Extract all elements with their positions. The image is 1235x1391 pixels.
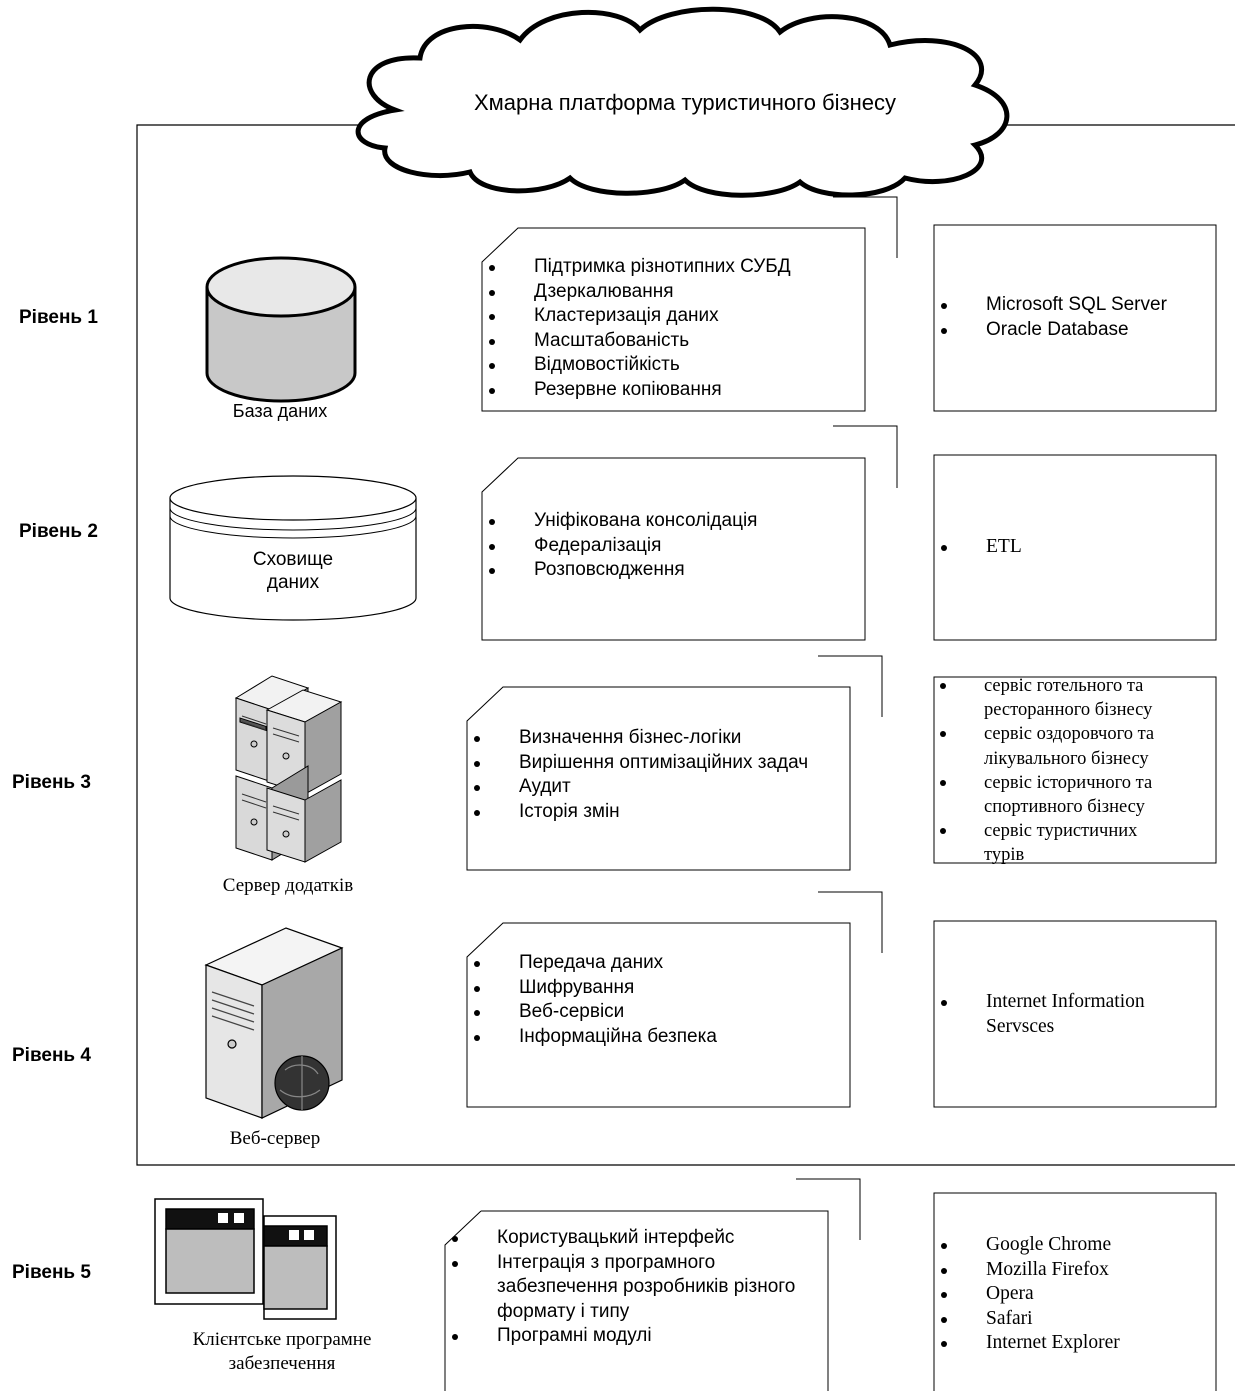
feature-item: Резервне копіювання	[482, 378, 862, 403]
tech-item: Safari	[934, 1307, 1214, 1332]
feature-item: Підтримка різнотипних СУБД	[482, 255, 862, 280]
tech-box-2	[933, 454, 1217, 641]
tech-item: Internet Information Servsces	[934, 990, 1214, 1039]
connector-5	[796, 1178, 861, 1240]
cloud-shape	[355, 6, 1010, 198]
tech-item: сервіс історичного та спортивного бізнес…	[934, 771, 1214, 819]
tech-item: сервіс готельного та ресторанного бізнес…	[934, 674, 1214, 722]
tech-item: Opera	[934, 1282, 1214, 1307]
feature-item: Користувацький інтерфейс	[445, 1226, 835, 1251]
warehouse-caption: Сховище даних	[193, 548, 393, 594]
features-list-2: Уніфікована консолідація Федералізація Р…	[482, 509, 862, 583]
level-1-label: Рівень 1	[19, 307, 98, 328]
tech-list-4: Internet Information Servsces	[934, 990, 1214, 1039]
level-2-label: Рівень 2	[19, 521, 98, 542]
features-box-1	[481, 227, 866, 412]
data-warehouse-icon	[169, 475, 417, 621]
tech-item: сервіс туристичних турів	[934, 819, 1214, 867]
level-4-label: Рівень 4	[12, 1045, 91, 1066]
feature-item: Розповсюдження	[482, 558, 862, 583]
client-caption-line-1: Клієнтське програмне	[192, 1329, 372, 1350]
tech-item: Mozilla Firefox	[934, 1258, 1214, 1283]
connector-1	[833, 196, 898, 258]
cloud-title: Хмарна платформа туристичного бізнесу	[473, 90, 897, 115]
features-box-2	[481, 457, 866, 641]
feature-item: Історія змін	[467, 800, 847, 825]
tech-box-4	[933, 920, 1217, 1108]
feature-item: Вирішення оптимізаційних задач	[467, 751, 847, 776]
features-list-4: Передача даних Шифрування Веб-сервіси Ін…	[467, 951, 847, 1049]
feature-item: Кластеризація даних	[482, 304, 862, 329]
tech-item: Google Chrome	[934, 1233, 1214, 1258]
platform-frame	[136, 124, 1235, 1166]
level-3-label: Рівень 3	[12, 772, 91, 793]
connector-4	[818, 891, 883, 953]
feature-item: Інформаційна безпека	[467, 1025, 847, 1050]
web-server-globe-icon	[204, 927, 344, 1119]
tech-item: Microsoft SQL Server	[934, 293, 1214, 318]
feature-item: Уніфікована консолідація	[482, 509, 862, 534]
feature-item: Відмовостійкість	[482, 353, 862, 378]
client-caption-line-2: забезпечення	[228, 1353, 336, 1374]
tech-list-1: Microsoft SQL Server Oracle Database	[934, 293, 1214, 342]
features-box-3	[466, 686, 851, 871]
warehouse-caption-line-1: Сховище	[252, 549, 334, 570]
features-box-4	[466, 922, 851, 1108]
feature-item: Веб-сервіси	[467, 1000, 847, 1025]
connector-2	[833, 425, 898, 488]
app-server-caption: Сервер додатків	[222, 875, 354, 896]
web-server-caption: Веб-сервер	[229, 1128, 321, 1149]
feature-item: Програмні модулі	[445, 1324, 835, 1349]
feature-item: Передача даних	[467, 951, 847, 976]
feature-item: Шифрування	[467, 976, 847, 1001]
client-windows-icon	[154, 1198, 337, 1320]
database-cylinder-icon	[205, 256, 357, 403]
feature-item: Дзеркалювання	[482, 280, 862, 305]
warehouse-caption-line-2: даних	[266, 572, 320, 593]
database-caption: База даних	[232, 401, 328, 421]
features-list-5: Користувацький інтерфейс Інтеграція з пр…	[445, 1226, 835, 1349]
features-list-1: Підтримка різнотипних СУБД Дзеркалювання…	[482, 255, 862, 402]
application-server-icon	[234, 675, 343, 863]
feature-item: Визначення бізнес-логіки	[467, 726, 847, 751]
client-caption: Клієнтське програмне забезпечення	[160, 1328, 404, 1376]
level-5-label: Рівень 5	[12, 1262, 91, 1283]
tech-item: Oracle Database	[934, 318, 1214, 343]
tech-list-5: Google Chrome Mozilla Firefox Opera Safa…	[934, 1233, 1214, 1356]
tech-list-2: ETL	[934, 535, 1214, 560]
tech-item: Internet Explorer	[934, 1331, 1214, 1356]
feature-item: Інтеграція з програмного забезпечення ро…	[445, 1251, 835, 1325]
tech-box-5	[933, 1192, 1217, 1391]
tech-box-3	[933, 676, 1217, 864]
tech-list-3: сервіс готельного та ресторанного бізнес…	[934, 674, 1214, 868]
feature-item: Масштабованість	[482, 329, 862, 354]
connector-3	[818, 655, 883, 717]
tech-item: ETL	[934, 535, 1214, 560]
features-list-3: Визначення бізнес-логіки Вирішення оптим…	[467, 726, 847, 824]
feature-item: Федералізація	[482, 534, 862, 559]
feature-item: Аудит	[467, 775, 847, 800]
tech-box-1	[933, 224, 1217, 412]
features-box-5	[444, 1210, 829, 1391]
tech-item: сервіс оздоровчого та лікувального бізне…	[934, 722, 1214, 770]
